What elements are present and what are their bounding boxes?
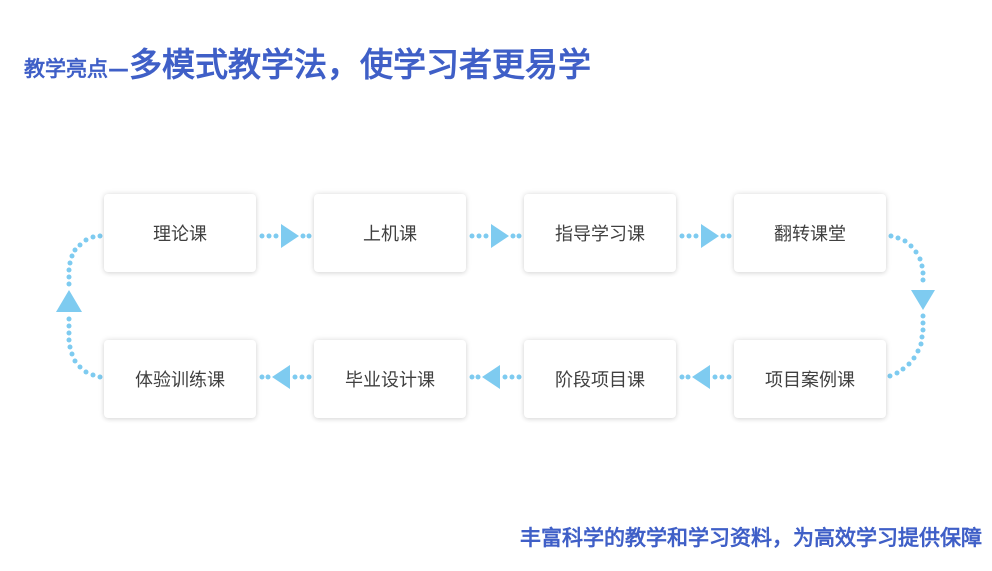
footer-caption: 丰富科学的教学和学习资料，为高效学习提供保障 [520, 526, 982, 550]
connector-2-3 [469, 224, 522, 248]
flow-step-graduation-design: 毕业设计课 [314, 340, 466, 418]
flow-step-label: 体验训练课 [135, 370, 225, 391]
connector-3-4 [679, 224, 732, 248]
title-main: 多模式教学法，使学习者更易学 [129, 45, 591, 84]
connector-1-2 [259, 224, 312, 248]
connector-right-loop [887, 233, 935, 379]
flow-step-stage-project: 阶段项目课 [524, 340, 676, 418]
flow-step-label: 阶段项目课 [555, 370, 645, 391]
flow-step-flipped-class: 翻转课堂 [734, 194, 886, 272]
flow-step-label: 毕业设计课 [345, 370, 435, 391]
connector-6-5 [259, 365, 312, 389]
flow-step-theory: 理论课 [104, 194, 256, 272]
flow-step-label: 项目案例课 [765, 370, 855, 391]
flow-step-label: 翻转课堂 [774, 224, 846, 245]
flow-step-label: 指导学习课 [555, 224, 645, 245]
flow-step-guided-study: 指导学习课 [524, 194, 676, 272]
flow-step-experience-training: 体验训练课 [104, 340, 256, 418]
connector-left-loop [56, 233, 103, 380]
flow-step-label: 理论课 [153, 224, 207, 245]
connector-7-6 [469, 365, 522, 389]
flow-step-label: 上机课 [363, 224, 417, 245]
page-title: 教学亮点—多模式教学法，使学习者更易学 [24, 48, 591, 81]
flow-step-project-case: 项目案例课 [734, 340, 886, 418]
title-prefix: 教学亮点— [24, 57, 129, 81]
connector-8-7 [679, 365, 732, 389]
flow-step-lab: 上机课 [314, 194, 466, 272]
